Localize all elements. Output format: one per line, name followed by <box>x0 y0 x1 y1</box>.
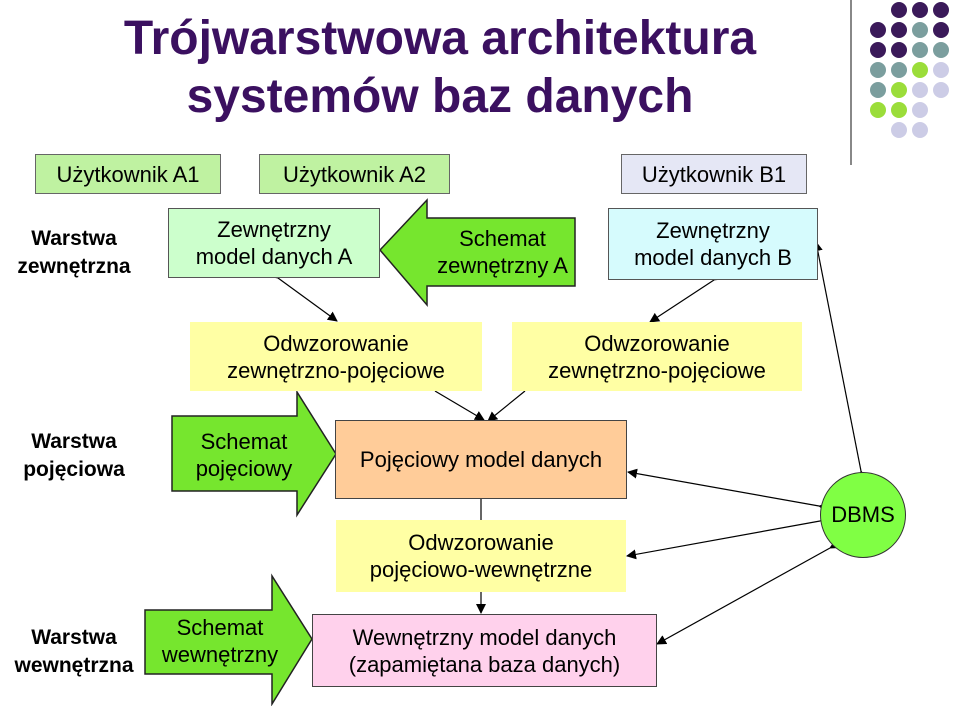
connector-ext-b-to-mapping <box>649 270 725 323</box>
decorative-dot <box>933 22 949 38</box>
internal-model-box: Wewnętrzny model danych (zapamiętana baz… <box>312 614 657 687</box>
layer-label-conceptual: Warstwa pojęciowa <box>23 430 125 481</box>
decorative-dot <box>912 22 928 38</box>
mapping-ext-conceptual-b: Odwzorowanie zewnętrzno-pojęciowe <box>512 322 802 391</box>
connector-dbms-to-internal <box>656 539 841 645</box>
connector-dbms-to-mapping <box>626 514 830 560</box>
decorative-dot <box>933 82 949 98</box>
decorative-dot <box>891 62 907 78</box>
decorative-dot <box>891 82 907 98</box>
conceptual-model-box: Pojęciowy model danych <box>335 420 627 499</box>
layer-label-internal: Warstwa wewnętrzna <box>14 626 134 677</box>
decorative-dot <box>891 2 907 18</box>
mapping-conceptual-internal: Odwzorowanie pojęciowo-wewnętrzne <box>336 520 626 592</box>
connector-mapping-b-to-concept <box>487 390 526 422</box>
decorative-dot <box>870 102 886 118</box>
external-schema-arrow <box>378 198 576 308</box>
conceptual-schema-arrow <box>171 389 337 518</box>
external-schema-a-label: Schemat zewnętrzny A <box>437 226 568 278</box>
layer-label-external: Warstwa zewnętrzna <box>17 227 131 278</box>
decorative-dot <box>891 22 907 38</box>
decorative-dot-grid <box>850 0 949 165</box>
decorative-dot <box>891 102 907 118</box>
decorative-dot <box>870 82 886 98</box>
user-a2-box: Użytkownik A2 <box>259 154 450 194</box>
conceptual-schema-label: Schemat pojęciowy <box>195 429 293 481</box>
mapping-ext-conceptual-a: Odwzorowanie zewnętrzno-pojęciowe <box>190 322 482 391</box>
dbms-circle: DBMS <box>820 472 906 558</box>
decorative-dot <box>912 62 928 78</box>
decorative-dot <box>891 42 907 58</box>
connector-mapping-a-to-concept <box>434 390 485 421</box>
decorative-dot <box>912 42 928 58</box>
decorative-dot <box>933 42 949 58</box>
decorative-dot <box>933 62 949 78</box>
decorative-dot <box>912 102 928 118</box>
external-model-a-box: Zewnętrzny model danych A <box>168 208 380 278</box>
decorative-dot <box>912 122 928 138</box>
decorative-dot <box>891 122 907 138</box>
connector-dbms-to-concept <box>627 468 829 513</box>
user-b1-box: Użytkownik B1 <box>621 154 807 194</box>
connector-ext-a-to-mapping <box>267 268 338 322</box>
user-a1-box: Użytkownik A1 <box>35 154 221 194</box>
page-title: Trójwarstwowa architektura systemów baz … <box>123 12 757 123</box>
decorative-dot <box>870 42 886 58</box>
external-model-b-box: Zewnętrzny model danych B <box>608 208 818 280</box>
decorative-dot <box>912 82 928 98</box>
internal-schema-label: Schemat wewnętrzny <box>161 615 279 667</box>
connector-dbms-to-ext-b <box>812 241 868 481</box>
decorative-dot <box>912 2 928 18</box>
decorative-dot <box>933 2 949 18</box>
decorative-dot <box>870 62 886 78</box>
internal-schema-arrow <box>144 573 313 706</box>
decorative-dot <box>870 22 886 38</box>
